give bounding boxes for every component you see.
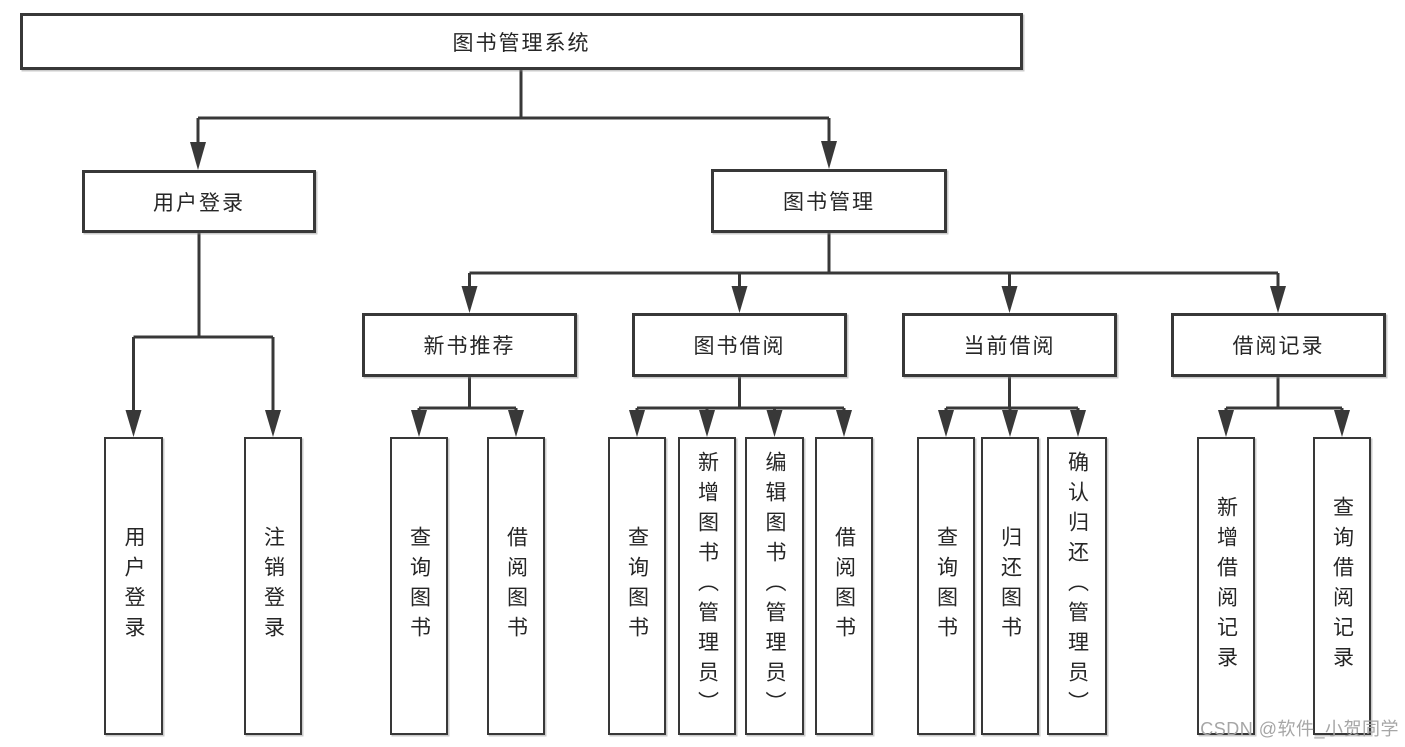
leaf-query-book-recommend: 查询图书 [390, 437, 448, 735]
node-new-book-recommend: 新书推荐 [362, 313, 577, 377]
arrow-head [265, 410, 281, 437]
leaf-query-book-borrow: 查询图书 [608, 437, 666, 735]
node-library-management-system: 图书管理系统 [20, 13, 1023, 70]
node-book-borrow: 图书借阅 [632, 313, 847, 377]
leaf-confirm-return-admin: 确认归还（管理员） [1047, 437, 1107, 735]
connector-new-book-recommend-to-children [417, 377, 518, 412]
arrow-head [1001, 286, 1018, 313]
connector-lines [132, 70, 1344, 412]
node-label: 确认归还（管理员） [1065, 451, 1089, 721]
leaf-query-book-current: 查询图书 [917, 437, 975, 735]
leaf-edit-book-admin: 编辑图书（管理员） [745, 437, 804, 735]
node-user-login: 用户登录 [82, 170, 316, 233]
arrow-head [411, 410, 427, 437]
node-label: 图书管理 [783, 191, 875, 214]
leaf-borrow-book-recommend: 借阅图书 [487, 437, 545, 735]
node-label: 新书推荐 [423, 335, 516, 358]
arrow-head [1002, 410, 1018, 437]
connector-borrow-record-to-children [1224, 377, 1344, 412]
leaf-user-login: 用户登录 [104, 437, 163, 735]
node-label: 借阅图书 [832, 526, 856, 646]
arrow-head [1070, 410, 1086, 437]
node-label: 新增图书（管理员） [695, 451, 719, 721]
arrow-head [938, 410, 954, 437]
node-label: 查询图书 [934, 526, 958, 646]
node-label: 查询图书 [625, 526, 649, 646]
node-book-management: 图书管理 [711, 169, 947, 233]
connector-book-management-to-level2 [468, 233, 1280, 288]
arrow-head [1218, 410, 1234, 437]
node-label: 借阅图书 [504, 526, 528, 646]
leaf-return-book: 归还图书 [981, 437, 1039, 735]
arrow-head [1334, 410, 1350, 437]
leaf-borrow-book: 借阅图书 [815, 437, 873, 735]
arrow-head [821, 141, 837, 169]
connector-book-borrow-to-children [635, 377, 846, 412]
arrow-head [699, 410, 715, 437]
node-label: 归还图书 [998, 526, 1022, 646]
leaf-add-book-admin: 新增图书（管理员） [678, 437, 736, 735]
arrow-head [190, 142, 206, 170]
arrow-head [461, 286, 478, 313]
node-current-borrow: 当前借阅 [902, 313, 1117, 377]
connector-user-login-to-children [132, 233, 275, 412]
arrow-head [125, 410, 142, 437]
node-label: 注销登录 [261, 526, 285, 646]
leaf-logout: 注销登录 [244, 437, 302, 735]
connector-arrowheads [125, 141, 1350, 437]
arrow-head [731, 286, 748, 313]
node-label: 图书管理系统 [452, 31, 591, 55]
node-label: 当前借阅 [963, 335, 1056, 358]
node-label: 借阅记录 [1232, 335, 1325, 358]
connector-current-borrow-to-children [944, 377, 1080, 412]
node-label: 查询图书 [407, 526, 431, 646]
node-label: 新增借阅记录 [1214, 496, 1238, 676]
leaf-query-borrow-record: 查询借阅记录 [1313, 437, 1371, 735]
arrow-head [508, 410, 524, 437]
arrow-head [836, 410, 852, 437]
node-label: 用户登录 [122, 526, 145, 646]
node-label: 用户登录 [153, 191, 245, 215]
watermark: CSDN @软件_小贺同学 [1200, 719, 1399, 739]
arrow-head [766, 410, 783, 437]
connector-root-to-level1 [196, 70, 831, 144]
node-borrow-record: 借阅记录 [1171, 313, 1386, 377]
node-label: 查询借阅记录 [1330, 496, 1354, 676]
node-label: 编辑图书（管理员） [763, 451, 786, 721]
arrow-head [629, 410, 645, 437]
arrow-head [1270, 286, 1286, 313]
leaf-add-borrow-record: 新增借阅记录 [1197, 437, 1255, 735]
node-label: 图书借阅 [693, 335, 786, 358]
